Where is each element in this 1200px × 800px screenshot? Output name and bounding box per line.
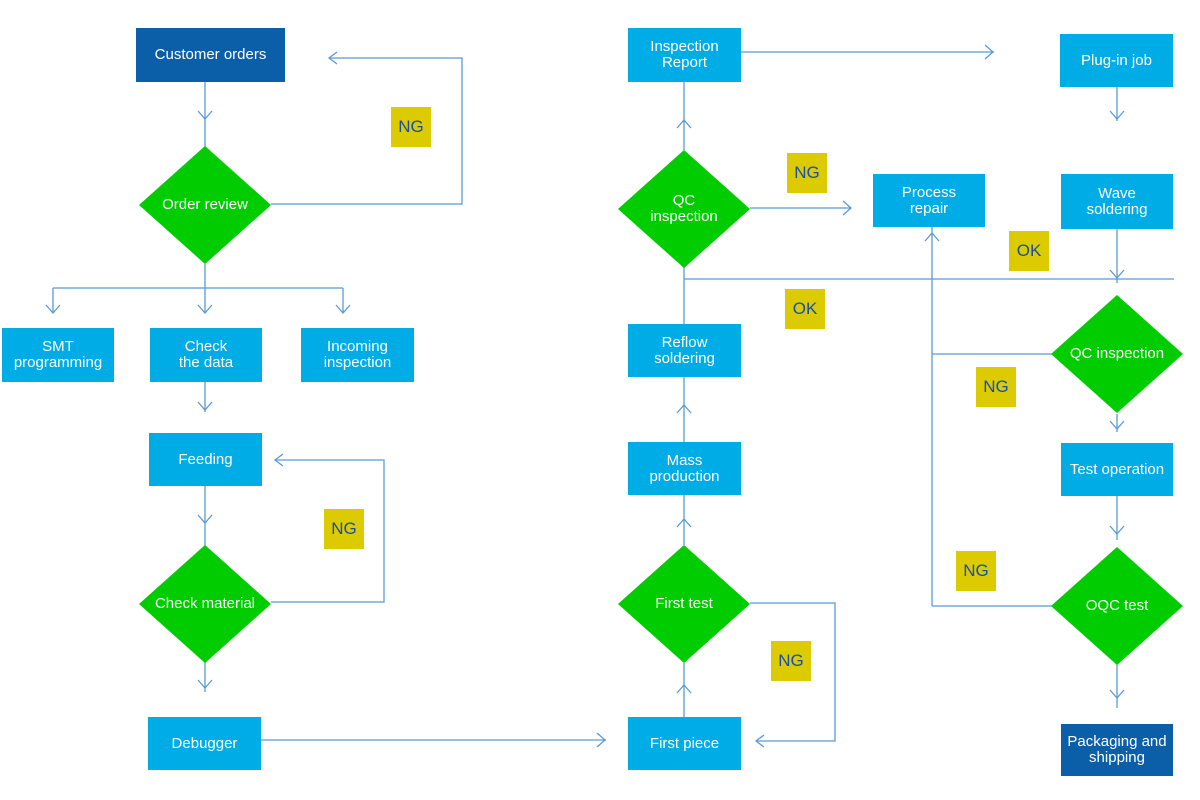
ng-tag: NG bbox=[787, 153, 827, 193]
arrowhead bbox=[273, 453, 284, 467]
arrowhead bbox=[842, 200, 852, 216]
connector-first-test-ng-loop bbox=[750, 602, 836, 742]
connector-material-ng-loop bbox=[271, 459, 385, 603]
feeding-box: Feeding bbox=[149, 433, 262, 486]
node-label: Process repair bbox=[901, 183, 957, 217]
arrowhead bbox=[676, 119, 692, 129]
test-operation-box: Test operation bbox=[1061, 443, 1173, 496]
node-label: Customer orders bbox=[154, 46, 267, 63]
node-label: Order review bbox=[162, 196, 248, 213]
smt-programming-box: SMT programming bbox=[2, 328, 114, 382]
node-label: Check the data bbox=[178, 338, 234, 371]
arrowhead bbox=[327, 51, 338, 65]
arrowhead bbox=[197, 401, 213, 411]
node-label: Wave soldering bbox=[1086, 184, 1148, 218]
arrowhead bbox=[984, 44, 994, 60]
customer-orders-box: Customer orders bbox=[136, 28, 285, 82]
node-label: First test bbox=[655, 595, 713, 612]
incoming-inspection-box: Incoming inspection bbox=[301, 328, 414, 382]
node-label: Plug-in job bbox=[1081, 51, 1152, 69]
arrowhead bbox=[676, 404, 692, 414]
arrowhead bbox=[1109, 689, 1125, 699]
connector-review-ng-loop bbox=[271, 57, 463, 205]
node-label: Inspection Report bbox=[650, 38, 719, 71]
arrowhead bbox=[754, 734, 765, 748]
arrowhead bbox=[197, 304, 213, 314]
wave-soldering-box: Wave soldering bbox=[1061, 174, 1173, 229]
mass-production-box: Mass production bbox=[628, 442, 741, 495]
arrowhead bbox=[197, 679, 213, 689]
ng-tag: NG bbox=[956, 551, 996, 591]
arrowhead bbox=[197, 514, 213, 524]
node-label: First piece bbox=[649, 734, 720, 752]
arrowhead bbox=[676, 518, 692, 528]
node-label: QC inspection bbox=[650, 192, 718, 225]
first-test-decision: First test bbox=[618, 545, 750, 663]
arrowhead bbox=[1109, 420, 1125, 430]
packaging-shipping-box: Packaging and shipping bbox=[1061, 724, 1173, 776]
ng-tag: NG bbox=[771, 641, 811, 681]
ok-tag: OK bbox=[785, 289, 825, 329]
first-piece-box: First piece bbox=[628, 717, 741, 770]
node-label: Packaging and shipping bbox=[1067, 733, 1167, 766]
arrowhead bbox=[1109, 269, 1125, 279]
oqc-test-decision: OQC test bbox=[1051, 547, 1183, 665]
node-label: Mass production bbox=[649, 451, 720, 485]
arrowhead bbox=[596, 732, 606, 748]
arrowhead bbox=[197, 110, 213, 120]
arrowhead bbox=[676, 684, 692, 694]
order-review-decision: Order review bbox=[139, 146, 271, 264]
ok-tag: OK bbox=[1009, 231, 1049, 271]
node-label: Debugger bbox=[171, 734, 238, 752]
check-data-box: Check the data bbox=[150, 328, 262, 382]
node-label: QC inspection bbox=[1069, 345, 1165, 362]
plugin-job-box: Plug-in job bbox=[1060, 34, 1173, 87]
node-label: Feeding bbox=[178, 450, 233, 468]
reflow-soldering-box: Reflow soldering bbox=[628, 324, 741, 377]
node-label: SMT programming bbox=[13, 338, 103, 371]
ng-tag: NG bbox=[391, 107, 431, 147]
debugger-box: Debugger bbox=[148, 717, 261, 770]
ng-tag: NG bbox=[976, 367, 1016, 407]
node-label: Test operation bbox=[1069, 460, 1165, 478]
arrowhead bbox=[1109, 525, 1125, 535]
arrowhead bbox=[924, 232, 940, 242]
node-label: Check material bbox=[154, 595, 256, 612]
qc-inspection-left-decision: QC inspection bbox=[618, 150, 750, 268]
ng-tag: NG bbox=[324, 509, 364, 549]
arrowhead bbox=[335, 304, 351, 314]
arrowhead bbox=[1109, 110, 1125, 120]
process-repair-box: Process repair bbox=[873, 174, 985, 227]
node-label: OQC test bbox=[1085, 597, 1149, 614]
node-label: Incoming inspection bbox=[323, 338, 392, 371]
arrowhead bbox=[45, 304, 61, 314]
inspection-report-box: Inspection Report bbox=[628, 28, 741, 82]
check-material-decision: Check material bbox=[139, 545, 271, 663]
qc-inspection-right-decision: QC inspection bbox=[1051, 295, 1183, 413]
node-label: Reflow soldering bbox=[654, 333, 715, 367]
